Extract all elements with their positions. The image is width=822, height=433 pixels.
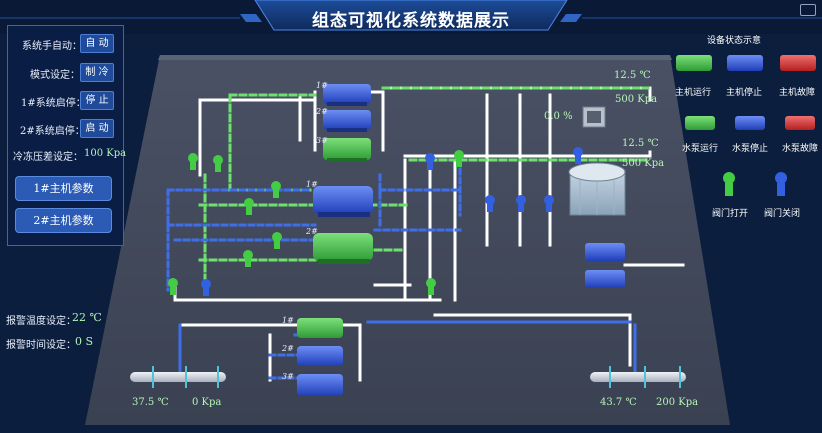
- sys1-label: 1#系统启停：: [21, 98, 86, 109]
- unit-label-mid-2: 2#: [306, 227, 318, 236]
- chiller-bot-2: [297, 346, 343, 366]
- auto-mode-button[interactable]: 自 动: [80, 34, 114, 53]
- alarm-temp-label: 报警温度设定：: [6, 316, 76, 327]
- pressure-label: 冷冻压差设定：: [13, 152, 83, 163]
- sys2-label: 2#系统启停：: [20, 126, 85, 137]
- legend-icons: [676, 55, 816, 196]
- unit-label-bot-2: 2#: [282, 344, 294, 353]
- chiller-top-3: [323, 138, 371, 162]
- host2-params-button[interactable]: 2#主机参数: [15, 208, 112, 233]
- chiller-top-2: [323, 110, 371, 132]
- host1-params-button[interactable]: 1#主机参数: [15, 176, 112, 201]
- alarm-temp-value[interactable]: 22 ℃: [72, 311, 102, 324]
- alarm-time-label: 报警时间设定：: [6, 340, 76, 351]
- legend-host-stopped: 主机停止: [726, 88, 763, 98]
- chiller-top-1: [323, 84, 371, 106]
- legend-valve-closed: 阀门关闭: [764, 209, 801, 219]
- mid-temp-reading: 12.5 ℃: [622, 138, 659, 149]
- mid-pressure-reading: 500 Kpa: [622, 158, 665, 169]
- legend-pump-fault: 水泵故障: [782, 144, 819, 154]
- unit-label-mid-1: 1#: [306, 180, 318, 189]
- pressure-value[interactable]: 100 Kpa: [84, 148, 127, 159]
- top-pressure-reading: 500 Kpa: [615, 94, 658, 105]
- water-pump-right-1: [585, 243, 625, 261]
- sys1-toggle-button[interactable]: 停 止: [80, 91, 114, 110]
- unit-label-top-2: 2#: [316, 107, 328, 116]
- left-temp-reading: 37.5 ℃: [132, 397, 169, 408]
- valves-closed: [201, 147, 583, 296]
- chiller-mid-2: [313, 233, 373, 264]
- cooling-mode-button[interactable]: 制 冷: [80, 63, 114, 82]
- unit-label-bot-1: 1#: [282, 316, 294, 325]
- right-pressure-reading: 200 Kpa: [656, 397, 699, 408]
- pipe-network: [166, 86, 685, 382]
- water-pump-right-2: [585, 270, 625, 288]
- legend-host-fault: 主机故障: [779, 88, 816, 98]
- page-title: 组态可视化系统数据展示: [312, 11, 510, 31]
- chiller-mid-1: [313, 186, 373, 217]
- cooling-tower: [568, 162, 626, 216]
- legend-pump-stopped: 水泵停止: [732, 144, 769, 154]
- sys2-toggle-button[interactable]: 启 动: [80, 119, 114, 138]
- alarm-time-value[interactable]: 0 S: [75, 335, 94, 348]
- right-temp-reading: 43.7 ℃: [600, 397, 637, 408]
- chiller-bot-1: [297, 318, 343, 338]
- mode-label: 模式设定：: [30, 70, 80, 81]
- legend-host-running: 主机运行: [675, 88, 712, 98]
- fan-unit: [582, 106, 606, 128]
- header-pipe-right: [590, 366, 686, 388]
- valve-percent-reading: 0.0 %: [544, 111, 573, 122]
- header-pipe-left: [130, 366, 226, 388]
- unit-label-top-1: 1#: [316, 81, 328, 90]
- window-restore-icon[interactable]: [800, 4, 816, 16]
- valves-open: [168, 150, 464, 295]
- legend-valve-open: 阀门打开: [712, 209, 749, 219]
- top-temp-reading: 12.5 ℃: [614, 70, 651, 81]
- header-bar: [0, 0, 822, 34]
- unit-label-top-3: 3#: [316, 136, 328, 145]
- auto-label: 系统手自动：: [22, 41, 82, 52]
- floor-plate: [85, 55, 730, 425]
- legend-title: 设备状态示意: [707, 36, 762, 46]
- legend-pump-running: 水泵运行: [682, 144, 719, 154]
- left-pressure-reading: 0 Kpa: [192, 397, 222, 408]
- unit-label-bot-3: 3#: [282, 372, 294, 381]
- chiller-bot-3: [297, 374, 343, 396]
